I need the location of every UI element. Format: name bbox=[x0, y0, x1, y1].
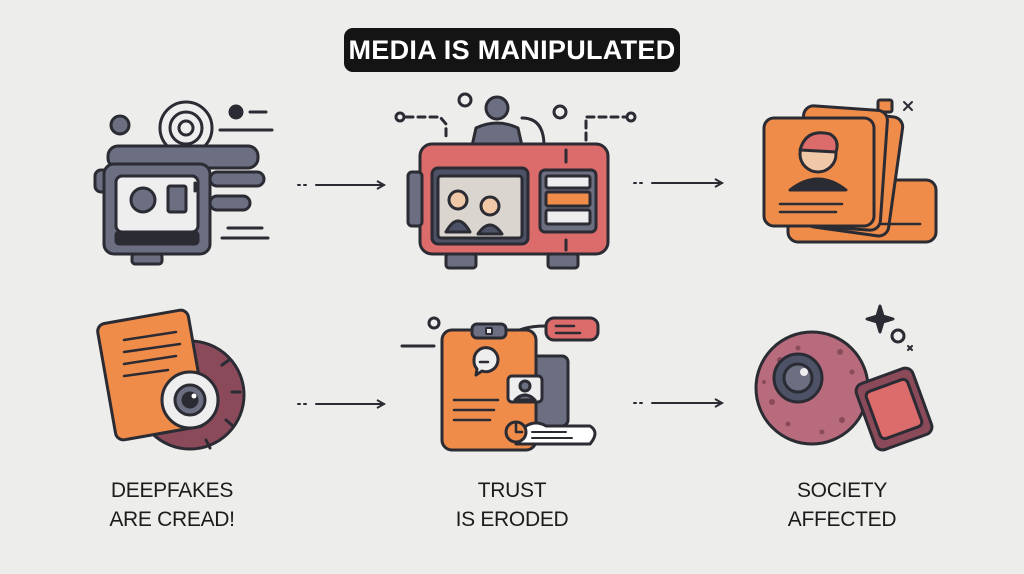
caption-society-line1: SOCIETY bbox=[796, 479, 888, 502]
camera-device-icon bbox=[93, 100, 274, 266]
cell-phone-icon bbox=[754, 304, 934, 452]
caption-society-line2: AFFECTED bbox=[787, 508, 897, 531]
caption-trust-line1: TRUST bbox=[477, 479, 547, 502]
caption-trust: TRUST IS ERODED bbox=[382, 476, 642, 534]
title: MEDIA IS MANIPULATED bbox=[344, 28, 680, 72]
caption-deepfakes-line2: ARE CREAD! bbox=[109, 508, 235, 531]
clipboard-chat-icon bbox=[400, 316, 600, 452]
document-eye-icon bbox=[96, 308, 246, 451]
caption-deepfakes: DEEPFAKES ARE CREAD! bbox=[42, 476, 302, 534]
editing-monitor-icon bbox=[394, 92, 637, 270]
arrows bbox=[297, 183, 722, 404]
caption-trust-line2: IS ERODED bbox=[455, 508, 569, 531]
caption-society: SOCIETY AFFECTED bbox=[712, 476, 972, 534]
profile-cards-icon bbox=[762, 98, 938, 244]
caption-deepfakes-line1: DEEPFAKES bbox=[110, 479, 234, 502]
